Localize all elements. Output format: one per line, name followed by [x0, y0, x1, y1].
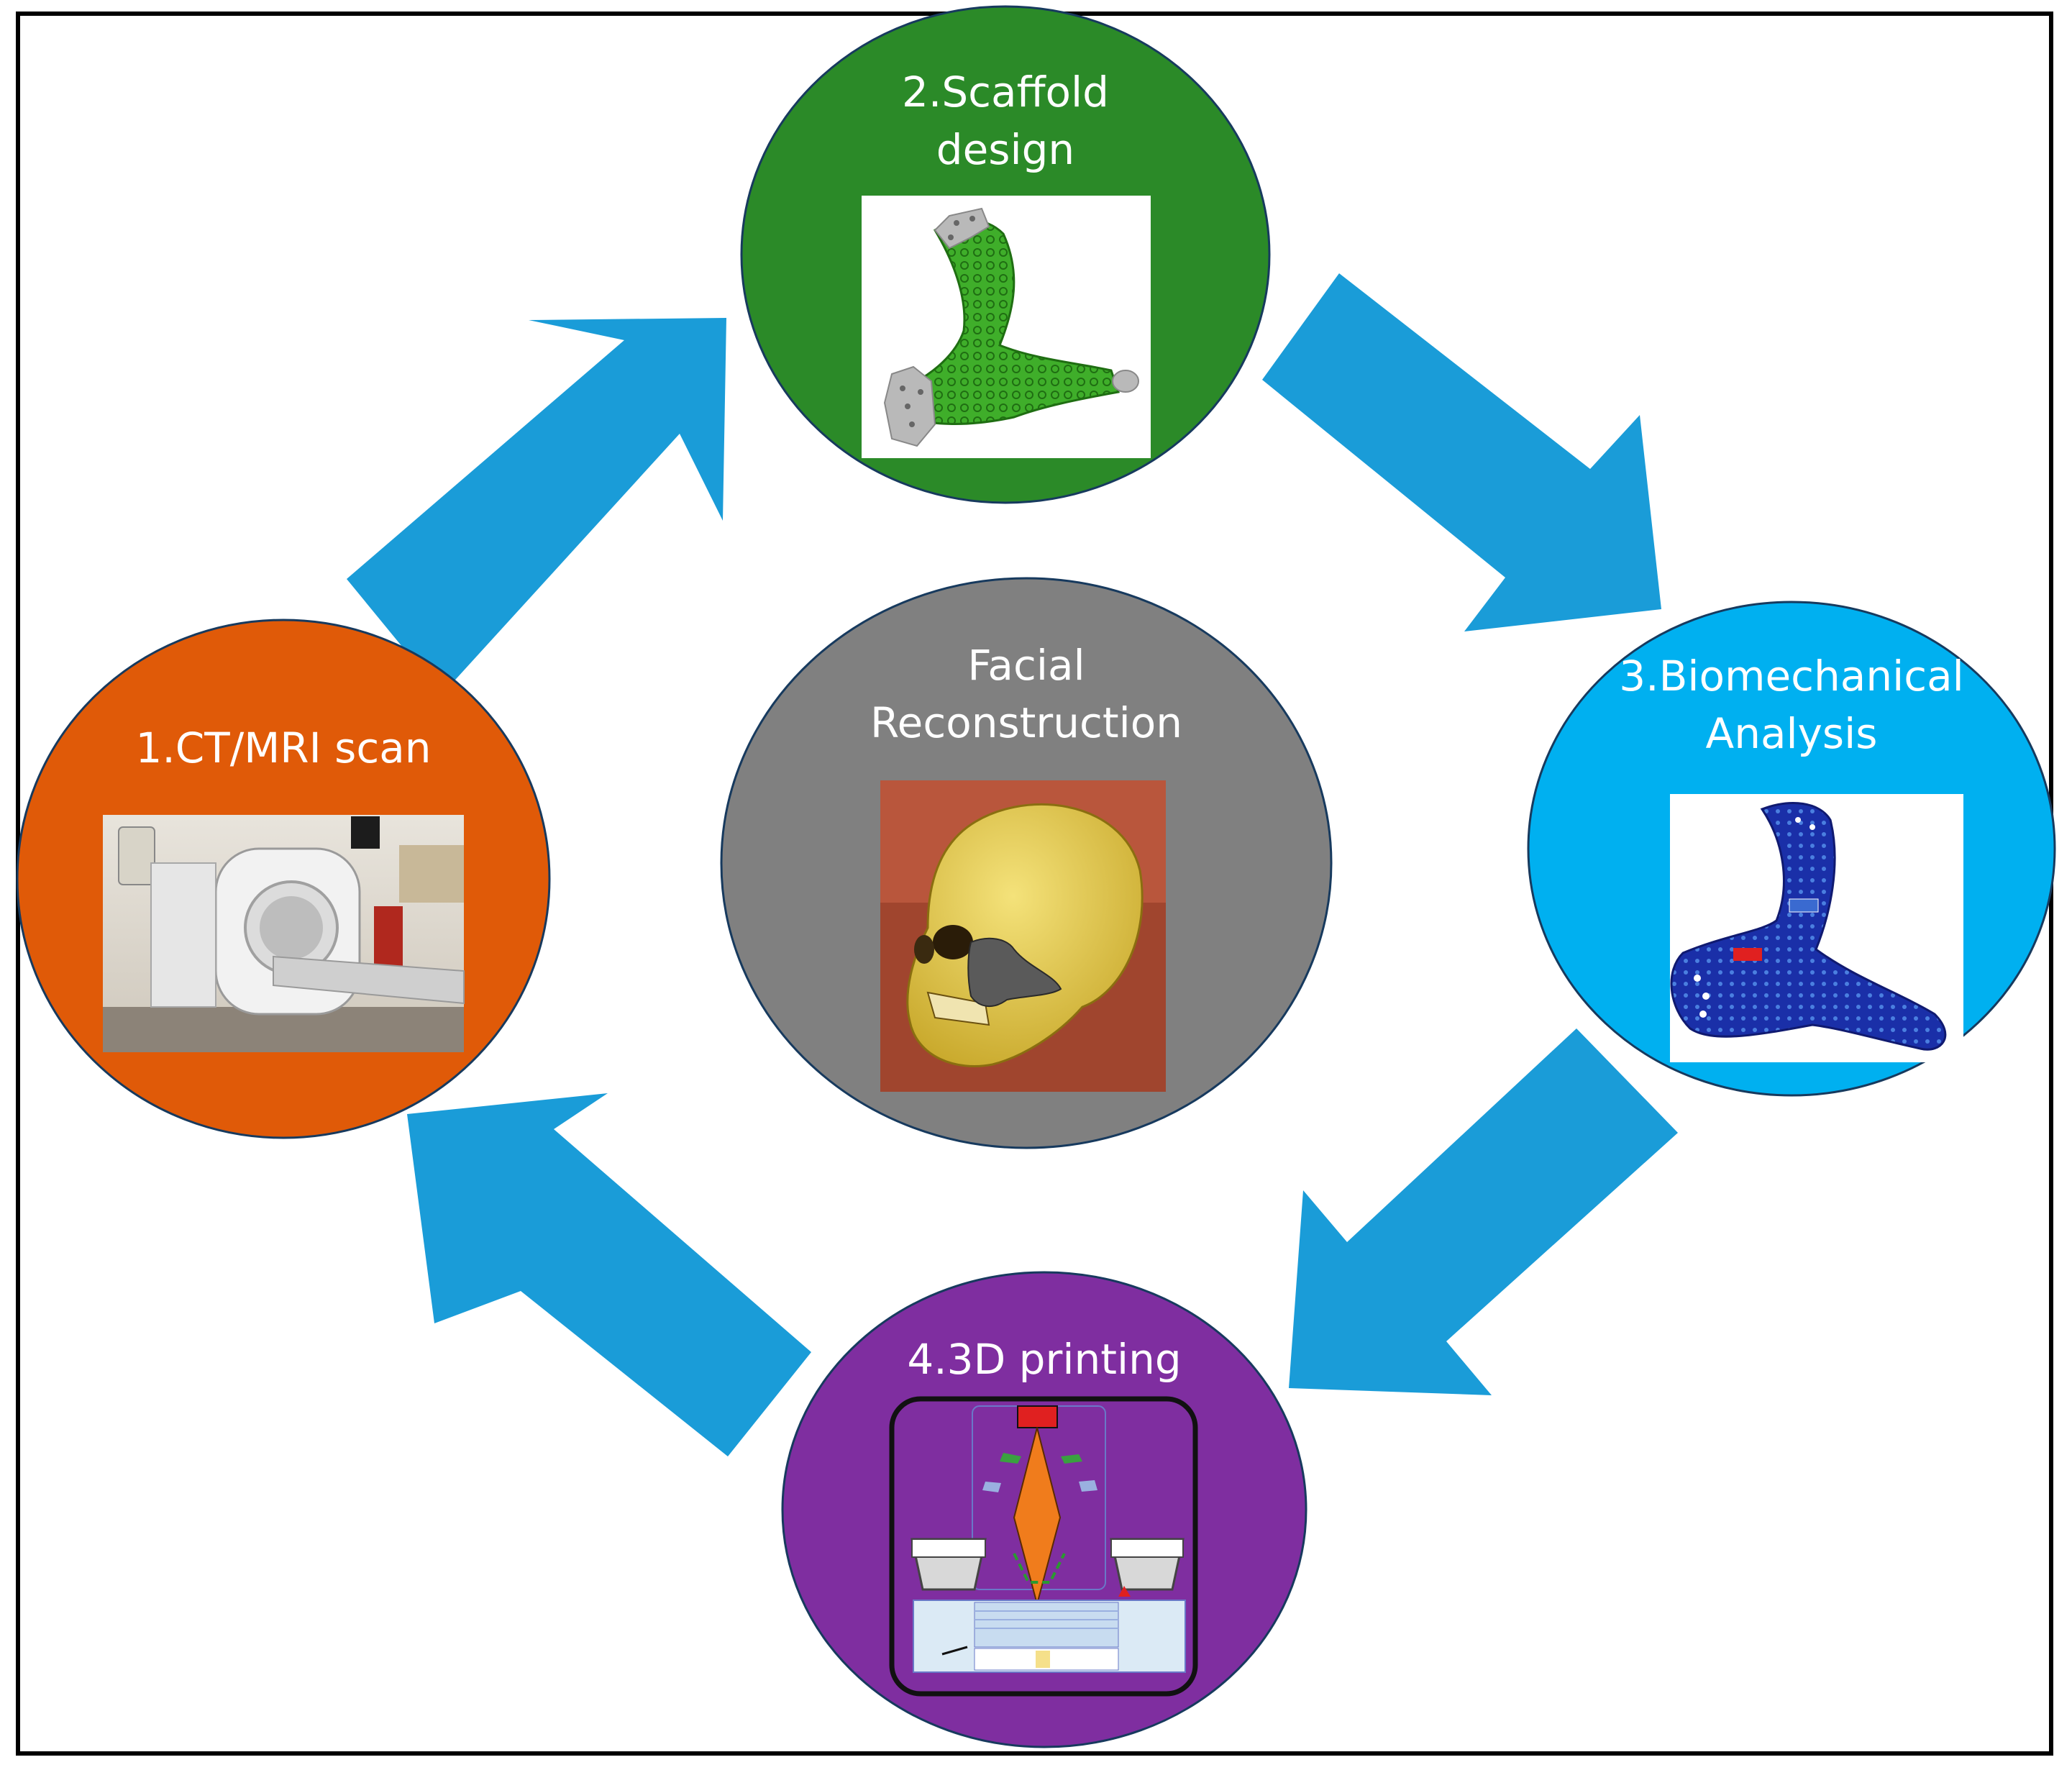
scaffold-title-line2: design [936, 125, 1074, 174]
node-scaffold-design: 2.Scaffold design [740, 5, 1271, 504]
printer-schematic-icon [889, 1396, 1198, 1697]
scan-title: 1.CT/MRI scan [135, 724, 431, 772]
printing-title: 4.3D printing [907, 1335, 1181, 1384]
node-3d-printing: 4.3D printing [781, 1271, 1307, 1748]
arrow-biomech-to-printing [1289, 1028, 1678, 1395]
stress-model-icon [1670, 794, 1963, 1062]
node-biomechanical-analysis: 3.Biomechanical Analysis [1527, 601, 2056, 1097]
node-facial-reconstruction: Facial Reconstruction [720, 577, 1333, 1149]
scaffold-title-line1: 2.Scaffold [902, 68, 1109, 117]
scaffold-model-icon [862, 196, 1151, 458]
arrow-scaffold-to-biomech [1262, 273, 1661, 631]
ct-scanner-icon [103, 815, 465, 1052]
biomech-title-line1: 3.Biomechanical [1619, 652, 1964, 701]
center-title-line1: Facial [967, 641, 1085, 690]
skull-photo-icon [880, 780, 1166, 1092]
biomech-title-line2: Analysis [1706, 709, 1878, 758]
node-ct-mri-scan: 1.CT/MRI scan [16, 619, 551, 1139]
arrow-scan-to-scaffold [347, 318, 726, 695]
center-title-line2: Reconstruction [870, 698, 1182, 747]
arrow-printing-to-scan [407, 1093, 811, 1456]
